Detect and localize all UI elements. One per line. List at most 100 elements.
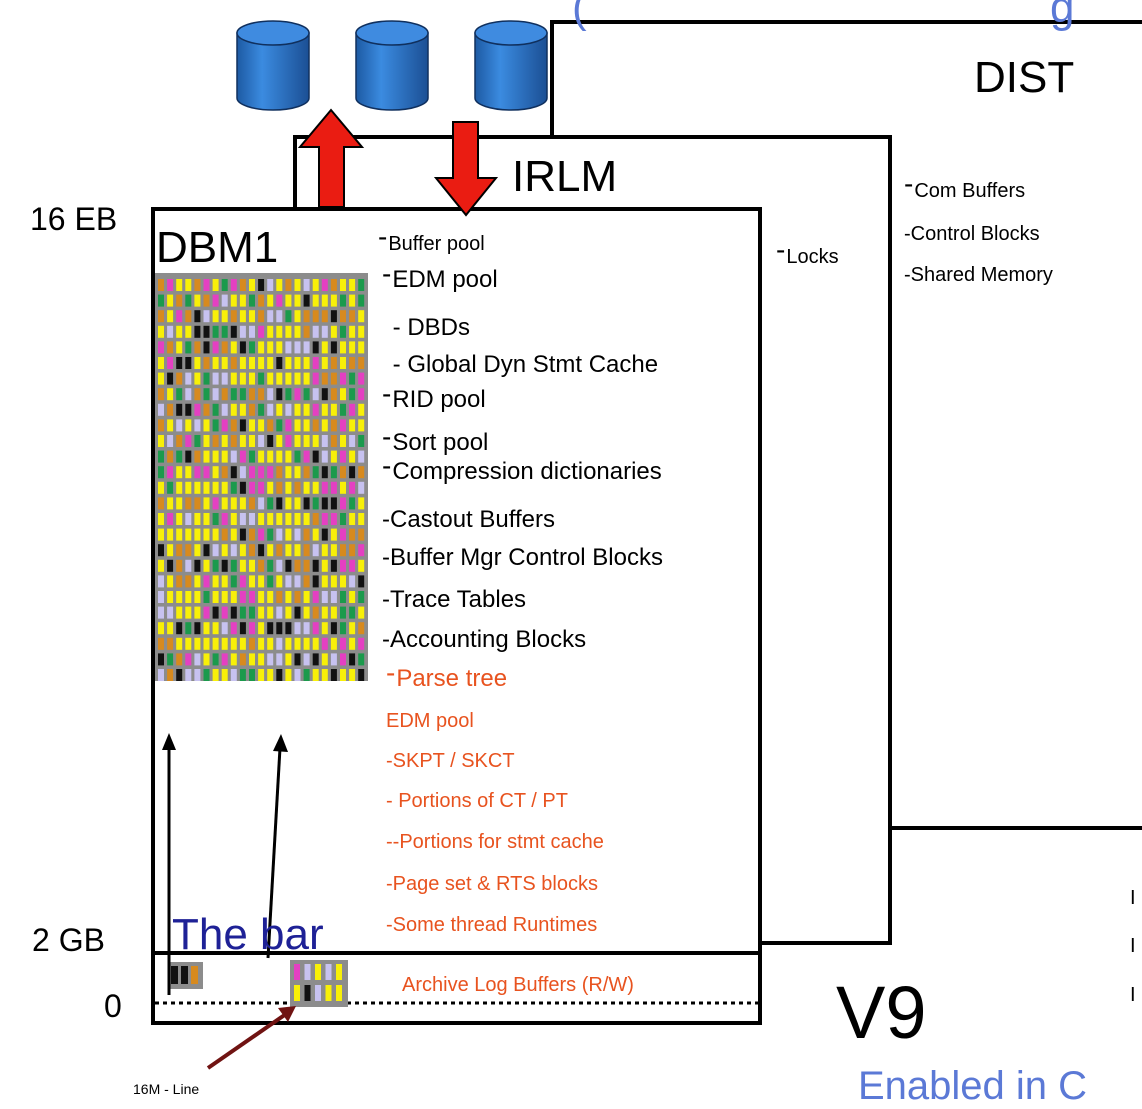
buffer-cell	[358, 325, 365, 338]
buffer-cell	[158, 575, 164, 588]
buffer-cell	[315, 964, 321, 980]
buffer-cell	[303, 559, 310, 572]
buffer-cell	[221, 606, 228, 619]
buffer-cell	[176, 497, 183, 510]
buffer-cell	[340, 481, 346, 494]
buffer-cell	[203, 419, 210, 432]
buffer-cell	[276, 403, 283, 416]
buffer-cell	[358, 403, 365, 416]
buffer-cell	[185, 559, 192, 572]
dbm1-region-label: DBM1	[156, 223, 279, 272]
buffer-cell	[303, 528, 310, 541]
buffer-cell	[203, 559, 210, 572]
buffer-cell	[330, 669, 337, 681]
buffer-cell	[276, 388, 283, 401]
buffer-cell	[349, 637, 356, 650]
buffer-cell	[285, 528, 292, 541]
buffer-cell	[330, 591, 337, 603]
buffer-cell	[230, 372, 237, 385]
buffer-cell	[303, 294, 310, 307]
buffer-cell	[203, 481, 210, 494]
buffer-cell	[176, 622, 183, 635]
buffer-cell	[194, 591, 201, 603]
buffer-cell	[358, 419, 365, 432]
buffer-cell	[158, 419, 164, 432]
item-archive-log-buffers: Archive Log Buffers (R/W)	[402, 974, 634, 996]
buffer-cell	[221, 325, 228, 338]
buffer-cell	[276, 435, 283, 447]
item-portions-ct-pt: - Portions of CT / PT	[386, 790, 568, 812]
buffer-cell	[294, 559, 301, 572]
item-castout-buffers: -Castout Buffers	[382, 506, 555, 533]
buffer-cell	[267, 279, 274, 291]
buffer-cell	[230, 544, 237, 557]
buffer-cell	[239, 388, 246, 401]
item-some-thread-runtimes: -Some thread Runtimes	[386, 914, 598, 936]
buffer-cell	[330, 481, 337, 494]
item-skpt-skct: -SKPT / SKCT	[386, 750, 515, 772]
buffer-cell	[185, 403, 192, 416]
buffer-cell	[203, 310, 210, 323]
buffer-cell	[312, 575, 319, 588]
buffer-cell	[258, 466, 265, 479]
buffer-cell	[294, 985, 300, 1001]
buffer-cell	[221, 528, 228, 541]
buffer-cell	[285, 419, 292, 432]
buffer-cell	[176, 653, 183, 666]
buffer-cell	[258, 403, 265, 416]
buffer-cell	[276, 513, 283, 525]
buffer-cell	[203, 497, 210, 510]
buffer-cell	[249, 310, 255, 323]
buffer-cell	[340, 341, 346, 354]
buffer-cell	[167, 575, 174, 588]
buffer-cell	[349, 481, 356, 494]
buffer-cell	[276, 637, 283, 650]
buffer-cell	[185, 544, 192, 557]
buffer-cell	[239, 435, 246, 447]
buffer-cell	[303, 497, 310, 510]
buffer-cell	[267, 388, 274, 401]
buffer-cell	[294, 294, 301, 307]
buffer-cell	[158, 653, 164, 666]
buffer-cell	[158, 606, 164, 619]
buffer-cell	[285, 481, 292, 494]
buffer-cell	[258, 325, 265, 338]
buffer-cell	[294, 403, 301, 416]
buffer-cell	[212, 653, 219, 666]
growth-arrow-right	[266, 734, 288, 959]
buffer-cell	[303, 450, 310, 463]
buffer-cell	[185, 435, 192, 447]
buffer-cell	[249, 637, 255, 650]
buffer-cell	[194, 513, 201, 525]
buffer-cell	[285, 341, 292, 354]
buffer-cell	[176, 513, 183, 525]
buffer-cell	[258, 279, 265, 291]
buffer-cell	[276, 294, 283, 307]
buffer-cell	[176, 372, 183, 385]
buffer-cell	[212, 435, 219, 447]
buffer-cell	[194, 372, 201, 385]
buffer-cell	[321, 653, 328, 666]
buffer-cell	[340, 325, 346, 338]
buffer-cell	[212, 544, 219, 557]
buffer-cell	[158, 357, 164, 369]
buffer-cell	[194, 435, 201, 447]
buffer-cell	[330, 544, 337, 557]
buffer-cell	[167, 310, 174, 323]
buffer-cell	[294, 435, 301, 447]
buffer-cell	[230, 513, 237, 525]
buffer-cell	[230, 294, 237, 307]
buffer-cell	[230, 403, 237, 416]
buffer-cell	[176, 637, 183, 650]
buffer-cell	[239, 419, 246, 432]
buffer-cell	[285, 637, 292, 650]
buffer-cell	[285, 513, 292, 525]
buffer-cell	[194, 341, 201, 354]
buffer-cell	[239, 341, 246, 354]
buffer-cell	[221, 403, 228, 416]
buffer-cell	[312, 481, 319, 494]
irlm-item-locks: -Locks	[776, 234, 839, 268]
buffer-cell	[167, 403, 174, 416]
buffer-cell	[267, 450, 274, 463]
buffer-cell	[358, 466, 365, 479]
